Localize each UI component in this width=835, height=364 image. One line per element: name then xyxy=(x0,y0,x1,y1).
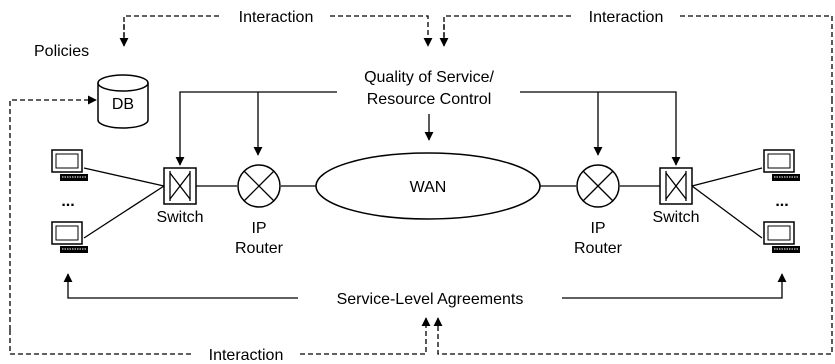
sla-label: Service-Level Agreements xyxy=(337,291,524,308)
sla-link xyxy=(63,273,787,299)
qos-label-line2: Resource Control xyxy=(367,91,492,108)
ip-left-label: IP xyxy=(251,220,266,237)
ellipsis-left: ... xyxy=(61,193,74,210)
wan-ellipse xyxy=(315,152,541,220)
interaction-label-top-left: Interaction xyxy=(239,9,314,26)
switch-icon xyxy=(163,167,197,205)
switch-right-label: Switch xyxy=(652,209,699,226)
router-icon xyxy=(237,164,281,208)
ellipsis-right: ... xyxy=(775,193,788,210)
interaction-top-left-link xyxy=(119,15,433,47)
interaction-label-bottom: Interaction xyxy=(209,347,284,364)
database-icon xyxy=(97,74,149,129)
right-connections xyxy=(540,167,763,239)
router-right-label: Router xyxy=(574,240,623,257)
interaction-label-top-right: Interaction xyxy=(589,9,664,26)
interaction-bottom-link xyxy=(9,100,833,355)
computer-icon xyxy=(763,149,801,182)
wan-label: WAN xyxy=(410,179,447,196)
qos-control-links xyxy=(175,91,681,166)
interaction-left-link xyxy=(9,95,97,330)
computer-icon xyxy=(51,149,89,182)
left-connections xyxy=(83,167,316,239)
computer-icon xyxy=(51,221,89,254)
ip-right-label: IP xyxy=(590,220,605,237)
db-label: DB xyxy=(112,96,134,113)
policies-label: Policies xyxy=(34,43,89,60)
qos-label-line1: Quality of Service/ xyxy=(364,69,494,86)
router-icon xyxy=(576,164,620,208)
interaction-top-right-link xyxy=(439,15,833,100)
router-left-label: Router xyxy=(235,240,284,257)
computer-icon xyxy=(763,221,801,254)
switch-icon xyxy=(659,167,693,205)
switch-left-label: Switch xyxy=(156,209,203,226)
